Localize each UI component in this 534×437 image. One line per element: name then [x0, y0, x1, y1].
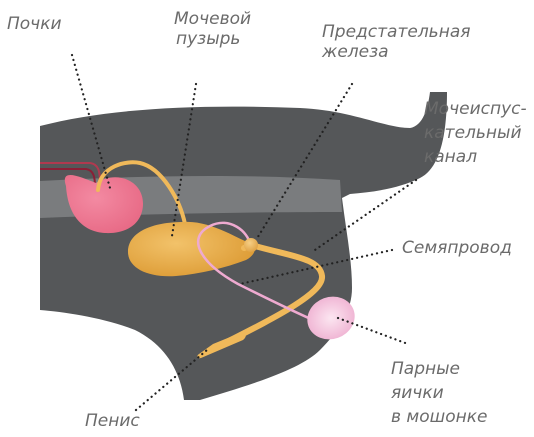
label-testes-line2: яички: [391, 381, 487, 405]
prostate-gland-shape: [244, 238, 258, 252]
label-urethra-line1: Мочеиспус-: [424, 97, 527, 121]
label-bladder: Мочевой пузырь: [174, 9, 251, 49]
label-prostate: Предстательная железа: [322, 22, 470, 62]
label-penis: Пенис: [85, 411, 140, 431]
label-testes: Парные яички в мошонке: [391, 357, 487, 429]
leader-testes: [338, 318, 408, 344]
label-urethra: Мочеиспус- кательный канал: [424, 97, 527, 169]
label-vas-deferens-text: Семяпровод: [402, 238, 512, 258]
label-kidneys-text: Почки: [7, 14, 62, 34]
label-urethra-line2: кательный: [424, 121, 527, 145]
label-penis-text: Пенис: [85, 411, 140, 431]
label-bladder-line1: Мочевой: [174, 9, 251, 29]
label-bladder-line2: пузырь: [174, 29, 251, 49]
label-vas-deferens: Семяпровод: [402, 238, 512, 258]
label-testes-line1: Парные: [391, 357, 487, 381]
label-testes-line3: в мошонке: [391, 405, 487, 429]
label-urethra-line3: канал: [424, 145, 527, 169]
label-prostate-line2: железа: [322, 42, 470, 62]
label-kidneys: Почки: [7, 14, 62, 34]
label-prostate-line1: Предстательная: [322, 22, 470, 42]
